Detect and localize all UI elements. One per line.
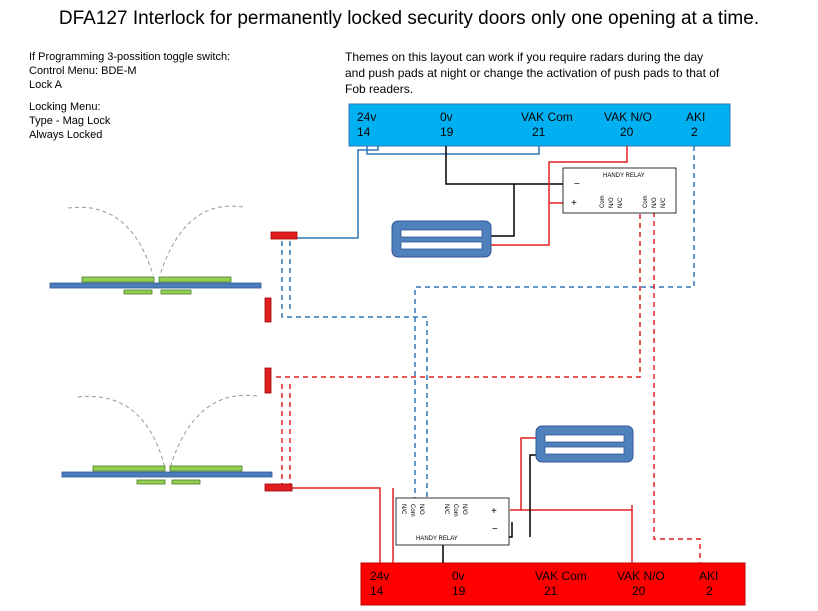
relay-bottom-minus: − <box>492 524 498 535</box>
bottom-board-labels: 24v 14 0v 19 VAK Com 21 VAK N/O 20 AKI 2 <box>361 563 745 605</box>
relay-top-contact: N/O <box>652 197 658 208</box>
top-terminal-num: 19 <box>440 125 454 139</box>
door-1-floor <box>49 282 262 289</box>
note-line: If Programming 3-possition toggle switch… <box>29 51 231 63</box>
mag-lock-bottom <box>535 425 634 463</box>
bottom-terminal-name: 24v <box>370 569 390 583</box>
top-terminal-num: 2 <box>691 125 698 139</box>
relay-bottom-plus: + <box>491 506 497 517</box>
door-2 <box>61 394 273 485</box>
push-pad-1a <box>270 231 298 240</box>
relay-bottom-label: HANDY RELAY <box>416 536 458 542</box>
relay-top-label: HANDY RELAY <box>603 173 645 179</box>
relay-top-contact: N/C <box>661 197 667 208</box>
bottom-control-board <box>360 562 746 606</box>
themes-line: Fob readers. <box>345 82 414 96</box>
door-1-swing-arc-left <box>67 206 154 276</box>
programming-notes: If Programming 3-possition toggle switch… <box>29 50 230 142</box>
note-line: Control Menu: BDE-M <box>29 65 137 77</box>
bottom-terminal-name: 0v <box>452 569 465 583</box>
relay-bottom-contact: N/O <box>418 504 424 515</box>
top-terminal-num: 20 <box>620 125 634 139</box>
relay-bottom-contact: N/C <box>443 504 449 515</box>
handy-relay-top: HANDY RELAY − + Com N/O N/C Com N/O N/C <box>562 167 677 214</box>
door-2-swing-arc-left <box>77 395 166 469</box>
door-1-threshold-right <box>160 289 192 295</box>
page-title: DFA127 Interlock for permanently locked … <box>58 8 760 29</box>
mag-lock-top <box>391 220 492 258</box>
door-1-leaf-right <box>158 276 232 283</box>
themes-line: Themes on this layout can work if you re… <box>345 50 704 64</box>
push-pad-2a <box>264 367 272 394</box>
door-2-swing-arc-right <box>169 394 258 469</box>
bottom-terminal-name: VAK N/O <box>617 569 665 583</box>
bottom-terminal-num: 19 <box>452 584 466 598</box>
bottom-terminal-num: 14 <box>370 584 384 598</box>
relay-top-contact: Com <box>643 195 649 208</box>
relay-bottom-contact: N/O <box>461 504 467 515</box>
relay-top-plus: + <box>571 198 577 209</box>
door-1-swing-arc-right <box>159 205 244 276</box>
push-pad-1b <box>264 297 272 323</box>
top-terminal-name: VAK Com <box>521 110 573 124</box>
note-line: Always Locked <box>29 129 103 141</box>
themes-line: and push pads at night or change the act… <box>345 66 720 80</box>
note-line: Type - Mag Lock <box>29 115 111 127</box>
relay-bottom-contact: Com <box>452 504 458 517</box>
bottom-terminal-name: VAK Com <box>535 569 587 583</box>
top-terminal-name: 0v <box>440 110 453 124</box>
red-signal-wires <box>276 212 701 563</box>
relay-top-contact: N/C <box>618 197 624 208</box>
relay-top-contact: Com <box>600 195 606 208</box>
door-1-leaf-left <box>81 276 155 283</box>
top-board-labels: 24v 14 0v 19 VAK Com 21 VAK N/O 20 AKI 2 <box>349 104 730 146</box>
handy-relay-bottom: N/C Com N/O N/C Com N/O + − HANDY RELAY <box>395 497 510 546</box>
bottom-terminal-num: 21 <box>544 584 558 598</box>
bottom-terminal-num: 2 <box>706 584 713 598</box>
themes-note: Themes on this layout can work if you re… <box>345 49 765 97</box>
relay-bottom-contact: N/C <box>400 504 406 515</box>
top-terminal-num: 21 <box>532 125 546 139</box>
door-2-leaf-right <box>169 465 243 472</box>
black-0v-wires-top <box>445 146 572 237</box>
door-2-threshold-left <box>136 479 166 485</box>
red-wires-top <box>491 146 628 246</box>
relay-top-contact: N/O <box>609 197 615 208</box>
push-pad-2b <box>264 483 293 492</box>
bottom-terminal-name: AKI <box>699 569 719 583</box>
top-terminal-name: VAK N/O <box>604 110 652 124</box>
door-2-floor <box>61 471 273 478</box>
door-2-leaf-left <box>92 465 166 472</box>
top-terminal-name: 24v <box>357 110 377 124</box>
blue-signal-wires <box>281 146 695 503</box>
relay-bottom-contact: Com <box>409 504 415 517</box>
note-line: Locking Menu: <box>29 101 101 113</box>
bottom-terminal-num: 20 <box>632 584 646 598</box>
door-1-threshold-left <box>123 289 153 295</box>
relay-top-minus: − <box>574 179 580 190</box>
door-2-threshold-right <box>171 479 201 485</box>
note-line: Lock A <box>29 79 63 91</box>
top-terminal-num: 14 <box>357 125 371 139</box>
red-power-wires-bottom <box>292 437 633 563</box>
door-1 <box>49 205 262 295</box>
blue-power-wires <box>297 146 540 239</box>
top-control-board <box>348 103 731 147</box>
top-terminal-name: AKI <box>686 110 706 124</box>
